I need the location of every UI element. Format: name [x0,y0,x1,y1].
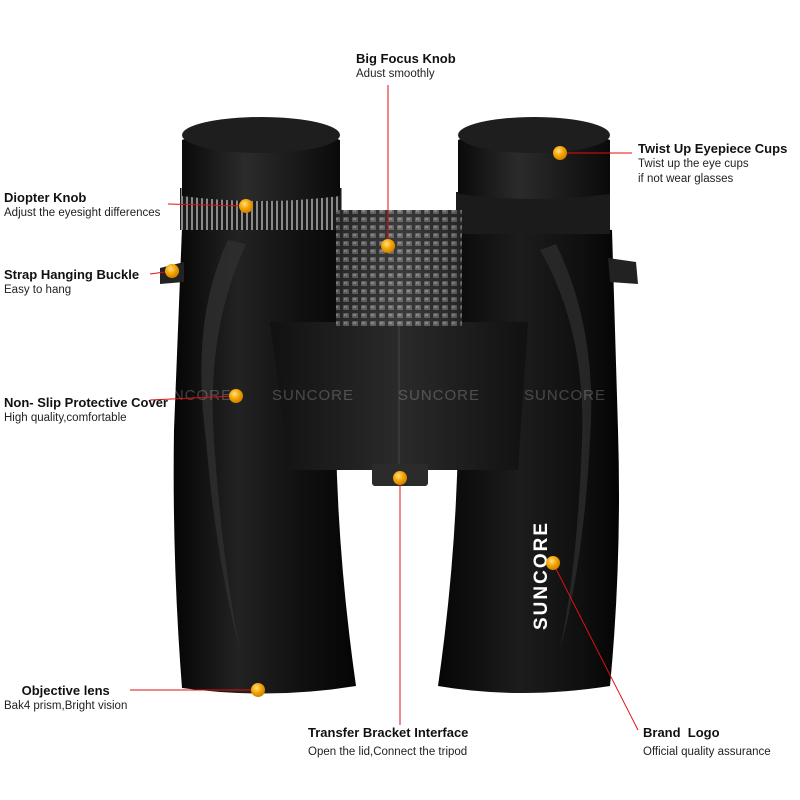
svg-text:SUNCORE: SUNCORE [272,387,354,404]
svg-text:SUNCO: SUNCO [648,387,707,404]
center-bridge [270,210,528,486]
callout-title: Transfer Bracket Interface [308,725,469,740]
callout-transfer-bracket: Transfer Bracket Interface Open the lid,… [308,724,468,760]
callout-subtitle: Bak4 prism,Bright vision [4,700,128,712]
marker-brand-logo [546,556,560,570]
svg-text:SUNCORE: SUNCORE [524,387,606,404]
marker-objective-lens [251,683,265,697]
callout-subtitle: High quality,comfortable [4,412,127,424]
svg-text:SUNCORE: SUNCORE [150,387,232,404]
callout-subtitle: Adust smoothly [356,68,435,80]
callout-title: Brand Logo [643,725,720,740]
right-strap-buckle [608,258,638,284]
watermark-row: SUNCORE SUNCORE SUNCORE SUNCORE SUNCO [150,387,707,404]
callout-title: Twist Up Eyepiece Cups [638,141,788,156]
marker-transfer-bracket [393,471,407,485]
callout-diopter-knob: Diopter Knob Adjust the eyesight differe… [4,189,160,221]
callout-title: Objective lens [21,683,110,698]
marker-protective-cover [229,389,243,403]
callout-subtitle: Adjust the eyesight differences [4,207,161,219]
marker-diopter-knob [239,199,253,213]
callout-title: Strap Hanging Buckle [4,267,140,282]
callout-markers [165,146,567,697]
callout-brand-logo: Brand Logo Official quality assurance [643,724,771,760]
callout-focus-knob: Big Focus Knob Adust smoothly [356,50,456,82]
marker-eyepiece-cups [553,146,567,160]
callout-protective-cover: Non- Slip Protective Cover High quality,… [4,394,168,426]
callout-title: Diopter Knob [4,190,87,205]
svg-text:SUNCORE: SUNCORE [398,387,480,404]
callout-title: Non- Slip Protective Cover [4,395,168,410]
callout-objective-lens: Objective lens Bak4 prism,Bright vision [4,682,127,714]
callout-subtitle: Twist up the eye cups [638,158,749,170]
callout-subtitle: Official quality assurance [643,746,771,758]
callout-eyepiece-cups: Twist Up Eyepiece Cups Twist up the eye … [638,140,787,187]
callout-subtitle: Open the lid,Connect the tripod [308,746,468,758]
callout-subtitle-line2: if not wear glasses [638,173,734,185]
callout-strap-buckle: Strap Hanging Buckle Easy to hang [4,266,139,298]
callout-leaders [130,85,639,731]
callout-subtitle: Easy to hang [4,284,72,296]
marker-strap-buckle [165,264,179,278]
callout-title: Big Focus Knob [356,51,456,66]
marker-focus-knob [381,239,395,253]
body-logo: SUNCORE [531,521,552,630]
